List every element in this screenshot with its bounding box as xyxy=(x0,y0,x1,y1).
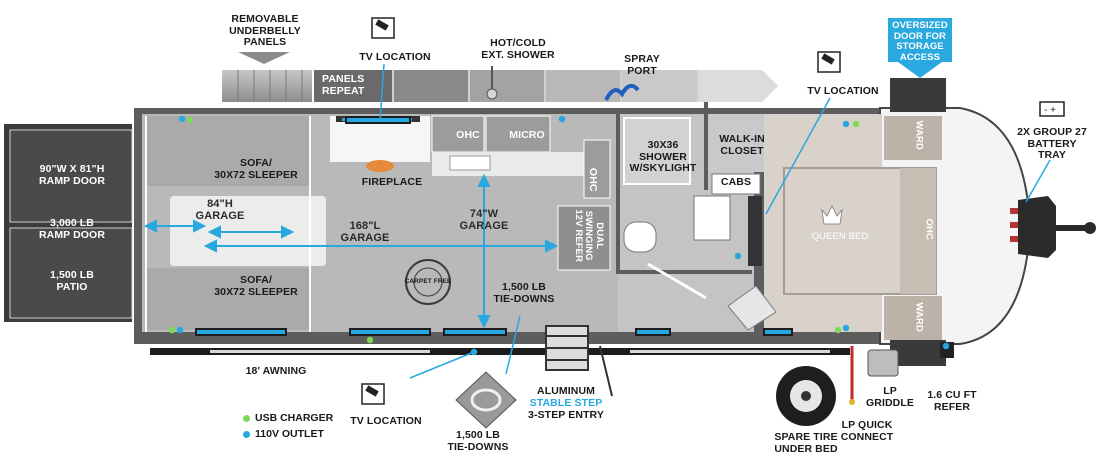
lp-griddle xyxy=(867,349,899,377)
spare-tire-icon xyxy=(776,366,836,426)
lp-griddle-label: LP GRIDDLE xyxy=(866,385,914,409)
ohc-label-1: OHC xyxy=(456,129,480,141)
underbelly-panels-strip xyxy=(222,70,778,102)
micro-cabinet xyxy=(485,115,551,153)
refer-12v xyxy=(557,205,611,271)
shower xyxy=(623,117,691,185)
shower-label: 30x36 SHOWER w/SKYLIGHT xyxy=(629,139,697,174)
carpet-free-label: CARPET FREE xyxy=(404,278,452,285)
panels-repeat-label: PANELS REPEAT xyxy=(322,73,365,97)
refer-cu-label: 1.6 CU FT REFER xyxy=(927,389,977,413)
carpet-free-stamp xyxy=(405,259,451,305)
legend-outlet: 110V OUTLET xyxy=(243,428,324,440)
ohc-label-2: OHC xyxy=(586,167,599,192)
walkin-closet xyxy=(708,114,764,172)
spray-hose-icon xyxy=(604,83,640,101)
ohc-bed-label: OHC xyxy=(923,218,935,240)
walkin-closet-label: WALK-IN CLOSET xyxy=(719,133,765,157)
crown-icon xyxy=(821,205,843,225)
outlet-icon xyxy=(243,430,250,438)
sofa-bottom xyxy=(146,268,310,330)
ohc-cabinet xyxy=(431,115,485,153)
step-label-3: 3-STEP ENTRY xyxy=(528,409,604,421)
ext-shower-label: HOT/COLD EXT. SHOWER xyxy=(481,37,555,61)
awning-rail xyxy=(150,348,850,355)
garage-height-label: 84"H GARAGE xyxy=(195,198,245,222)
ramp-door-weight-label: 3,000 LB RAMP DOOR xyxy=(38,217,106,241)
tv-location-bottom-label: TV LOCATION xyxy=(350,415,422,427)
sofa-top xyxy=(146,116,310,186)
sofa-top-label: SOFA/ 30x72 SLEEPER xyxy=(214,157,298,181)
garage-width-label: 74"W GARAGE xyxy=(459,208,509,232)
queen-bed-label: QUEEN BED xyxy=(811,231,869,242)
tv-location-top-label: TV LOCATION xyxy=(359,51,431,63)
refer-12v-label: DUAL SWINGING 12V REFER xyxy=(572,209,605,263)
spare-tire-label: SPARE TIRE UNDER BED xyxy=(774,431,838,455)
legend-usb: USB CHARGER xyxy=(243,412,333,424)
step-label-1: ALUMINUM xyxy=(537,385,595,397)
ward-top-label: WARD xyxy=(913,120,925,150)
cabs-label: CABS xyxy=(720,176,752,188)
ward-top xyxy=(884,116,942,160)
cabs xyxy=(711,173,761,195)
toilet xyxy=(623,221,657,253)
awning-label: 18' AWNING xyxy=(245,365,307,377)
tie-down-ring-icon xyxy=(455,371,517,429)
dimension-arrows xyxy=(143,173,559,329)
oversized-door-banner xyxy=(888,18,952,78)
ward-bottom-label: WARD xyxy=(913,302,925,332)
fireplace-label: FIREPLACE xyxy=(361,176,423,188)
ramp-patio xyxy=(4,124,133,322)
down-arrow-icon xyxy=(238,52,290,64)
step-label-2: STABLE STEP xyxy=(529,397,603,409)
entry-door xyxy=(727,285,777,331)
hitch xyxy=(1018,196,1056,258)
battery-label: 2X GROUP 27 BATTERY TRAY xyxy=(1017,126,1087,161)
ward-bottom xyxy=(884,296,942,340)
usb-charger-icon xyxy=(243,414,250,422)
micro-label: MICRO xyxy=(509,129,545,141)
sofa-bottom-label: SOFA/ 30x72 SLEEPER xyxy=(214,274,298,298)
ramp-door-size-label: 90"W x 81"H RAMP DOOR xyxy=(38,163,106,187)
bathroom-sink xyxy=(693,195,731,241)
spray-port-label: SPRAY PORT xyxy=(624,53,660,77)
oversized-door-label: OVERSIZED DOOR FOR STORAGE ACCESS xyxy=(892,20,948,63)
underbelly-label: REMOVABLE UNDERBELLY PANELS xyxy=(229,13,301,48)
ohc-side xyxy=(583,139,611,199)
shower-head-icon xyxy=(486,66,498,100)
usb-charger-label: USB CHARGER xyxy=(255,412,334,424)
patio-label: 1,500 LB PATIO xyxy=(50,269,94,293)
battery-icon: - + xyxy=(1039,101,1065,117)
fireplace-flame xyxy=(366,160,394,172)
lp-connect-label: LP QUICK CONNECT xyxy=(840,419,894,443)
svg-text:- +: - + xyxy=(1044,105,1056,116)
tv-location-right-label: TV LOCATION xyxy=(807,85,879,97)
garage-length-label: 168"L GARAGE xyxy=(340,220,390,244)
outlet-110v-label: 110V OUTLET xyxy=(255,428,324,440)
tiedowns-bottom-label: 1,500 LB TIE-DOWNS xyxy=(447,429,509,453)
tiedowns-inside-label: 1,500 LB TIE-DOWNS xyxy=(493,281,555,305)
